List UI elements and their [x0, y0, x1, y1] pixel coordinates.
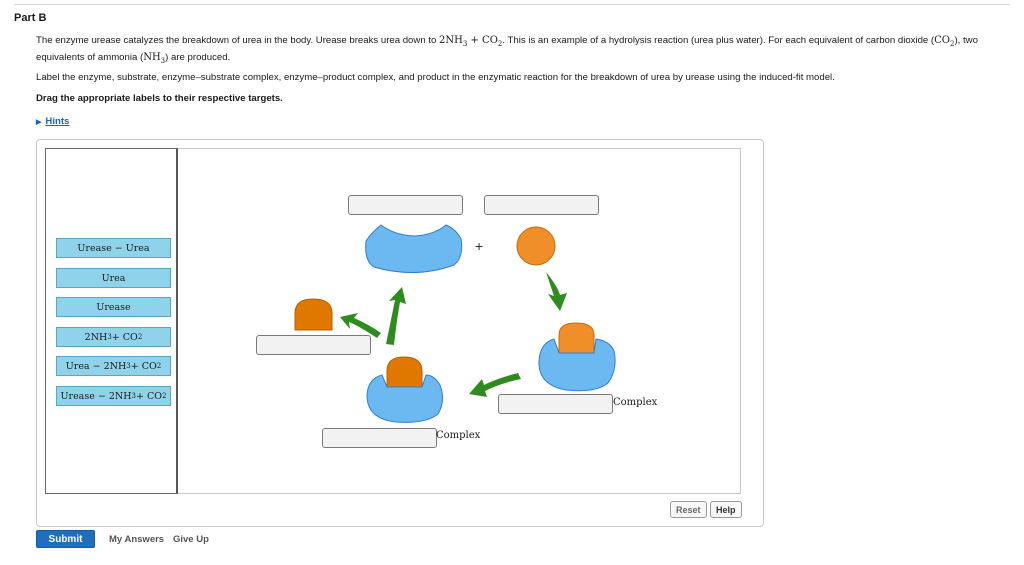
caret-right-icon: ▶ [36, 118, 42, 126]
label-urease-urea[interactable]: Urease − Urea [56, 238, 171, 258]
my-answers-link[interactable]: My Answers [109, 534, 165, 545]
help-button[interactable]: Help [710, 501, 742, 518]
top-divider [14, 4, 1010, 5]
target-enzyme-substrate-complex[interactable] [498, 394, 613, 414]
label-urease[interactable]: Urease [56, 297, 171, 317]
complex-label-es: Complex [613, 397, 658, 408]
label-urea[interactable]: Urea [56, 268, 171, 288]
drag-instruction: Drag the appropriate labels to their res… [36, 93, 283, 104]
hints-link[interactable]: ▶ Hints [36, 116, 70, 127]
target-product[interactable] [256, 335, 371, 355]
complex-label-ep: Complex [436, 430, 481, 441]
reset-button[interactable]: Reset [670, 501, 707, 518]
task-description: Label the enzyme, substrate, enzyme–subs… [36, 72, 835, 83]
submit-button[interactable]: Submit [36, 530, 95, 548]
target-substrate[interactable] [484, 195, 599, 215]
problem-statement: The enzyme urease catalyzes the breakdow… [36, 35, 978, 65]
part-title: Part B [14, 12, 47, 24]
target-enzyme-product-complex[interactable] [322, 428, 437, 448]
give-up-link[interactable]: Give Up [173, 534, 209, 545]
target-enzyme[interactable] [348, 195, 463, 215]
